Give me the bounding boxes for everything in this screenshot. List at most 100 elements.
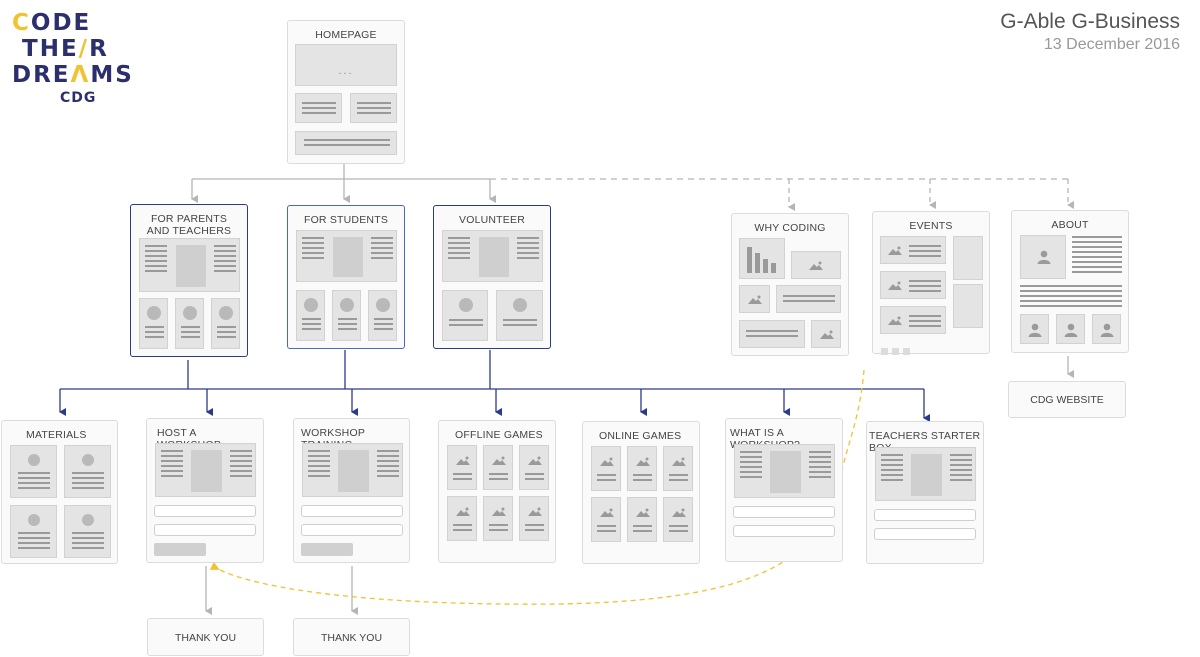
form-field[interactable]: [733, 525, 835, 537]
game-tile: [483, 496, 513, 541]
content-block: [155, 443, 256, 497]
page-what-is-a-workshop[interactable]: WHAT IS A WORKSHOP?: [725, 418, 843, 562]
chart-block: [739, 238, 785, 279]
form-field[interactable]: [874, 509, 976, 521]
event-item: [880, 236, 946, 264]
page-title: CDG WEBSITE: [1030, 394, 1104, 406]
page-title: MATERIALS: [26, 429, 87, 441]
page-thank-you-training[interactable]: THANK YOU: [293, 618, 410, 656]
event-item: [880, 306, 946, 334]
logo-line-2: THE/R: [22, 36, 109, 62]
image-icon: [492, 456, 506, 465]
page-thank-you-host[interactable]: THANK YOU: [147, 618, 264, 656]
image-placeholder: [739, 285, 770, 313]
content-block: [442, 230, 543, 282]
page-cdg-website[interactable]: CDG WEBSITE: [1008, 381, 1126, 418]
image-icon: [888, 316, 902, 325]
form-field[interactable]: [154, 505, 256, 517]
form-field[interactable]: [301, 524, 403, 536]
page-for-students[interactable]: FOR STUDENTS: [287, 205, 405, 349]
project-title: G-Able G-Business: [1000, 10, 1180, 33]
material-card: [10, 445, 57, 498]
game-tile: [447, 496, 477, 541]
image-icon: [820, 330, 834, 339]
game-tile: [627, 497, 657, 542]
event-item: [880, 271, 946, 299]
text-block: [1020, 285, 1122, 310]
content-block: [296, 230, 397, 282]
form-field[interactable]: [874, 528, 976, 540]
game-tile: [591, 446, 621, 491]
submit-button[interactable]: [301, 543, 353, 556]
form-field[interactable]: [733, 506, 835, 518]
content-block: [302, 443, 403, 497]
profile-card: [368, 290, 397, 341]
page-title: VOLUNTEER: [459, 214, 525, 226]
person-icon: [1028, 323, 1042, 337]
image-icon: [600, 508, 614, 517]
content-block: [875, 447, 976, 501]
person-icon: [1100, 323, 1114, 337]
page-title: HOMEPAGE: [315, 29, 377, 41]
page-title: ONLINE GAMES: [599, 430, 682, 442]
game-tile: [483, 445, 513, 490]
profile-card: [211, 298, 240, 349]
content-block: [295, 93, 342, 123]
page-teachers-starter-box[interactable]: TEACHERS STARTER BOX: [866, 421, 984, 564]
team-member: [1020, 314, 1049, 344]
logo-cdg: CDG: [60, 90, 97, 106]
submit-button[interactable]: [154, 543, 206, 556]
form-field[interactable]: [301, 505, 403, 517]
content-block: [739, 320, 805, 348]
content-block: [350, 93, 397, 123]
image-placeholder: [791, 251, 841, 279]
page-about[interactable]: ABOUT: [1011, 210, 1129, 353]
portrait-placeholder: [1020, 235, 1066, 279]
page-why-coding[interactable]: WHY CODING: [731, 213, 849, 356]
image-icon: [636, 457, 650, 466]
content-block: [139, 238, 240, 292]
page-workshop-training[interactable]: WORKSHOP TRAINING: [293, 418, 410, 563]
profile-card: [175, 298, 204, 349]
profile-card: [332, 290, 361, 341]
header: G-Able G-Business 13 December 2016: [1000, 10, 1180, 54]
profile-card: [496, 290, 543, 341]
page-homepage[interactable]: HOMEPAGE ...: [287, 20, 405, 164]
page-host-a-workshop[interactable]: HOST A WORKSHOP: [146, 418, 264, 563]
image-icon: [456, 456, 470, 465]
page-title: FOR STUDENTS: [303, 214, 389, 226]
hero-dots: ...: [338, 65, 354, 77]
page-title: FOR PARENTS AND TEACHERS: [146, 213, 232, 237]
page-title: ABOUT: [1051, 219, 1089, 231]
image-icon: [528, 507, 542, 516]
profile-card: [139, 298, 168, 349]
content-block: [776, 285, 841, 313]
material-card: [64, 445, 111, 498]
page-volunteer[interactable]: VOLUNTEER: [433, 205, 551, 349]
page-title: EVENTS: [909, 220, 953, 232]
logo: CODE THE/R DREΛMS CDG: [12, 10, 152, 106]
image-icon: [672, 508, 686, 517]
page-title: THANK YOU: [320, 632, 383, 644]
game-tile: [663, 497, 693, 542]
game-tile: [591, 497, 621, 542]
person-icon: [1037, 250, 1051, 264]
image-icon: [888, 281, 902, 290]
image-icon: [809, 261, 823, 270]
logo-line-3: DREΛMS: [12, 62, 134, 88]
page-offline-games[interactable]: OFFLINE GAMES: [438, 420, 556, 563]
page-title: OFFLINE GAMES: [455, 429, 543, 441]
team-member: [1056, 314, 1085, 344]
page-materials[interactable]: MATERIALS: [1, 420, 118, 564]
image-icon: [636, 508, 650, 517]
page-online-games[interactable]: ONLINE GAMES: [582, 421, 700, 564]
image-icon: [600, 457, 614, 466]
image-icon: [528, 456, 542, 465]
page-for-parents-and-teachers[interactable]: FOR PARENTS AND TEACHERS: [130, 204, 248, 357]
form-field[interactable]: [154, 524, 256, 536]
profile-card: [442, 290, 488, 341]
page-events[interactable]: EVENTS: [872, 211, 990, 355]
game-tile: [519, 496, 549, 541]
sidebar-block: [953, 284, 983, 328]
